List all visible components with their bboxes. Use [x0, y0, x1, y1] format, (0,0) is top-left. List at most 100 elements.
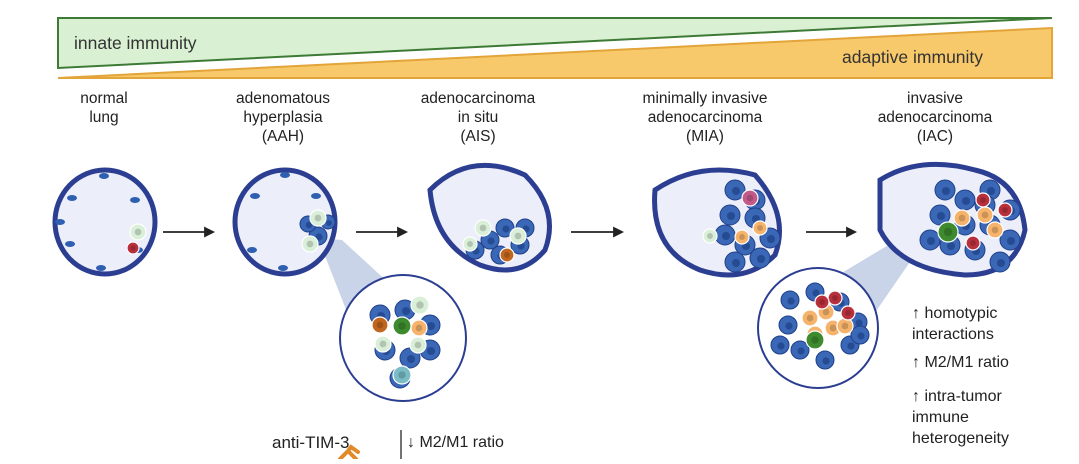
iac-zoom-m1-cell-1-nucleus: [819, 299, 825, 305]
iac-tumor-cell-0-nucleus: [942, 187, 950, 195]
stage-label-mia: minimally invasive adenocarcinoma (MIA): [642, 90, 768, 145]
iac-m2-cell-2-nucleus: [981, 211, 989, 219]
aah-macrophage-1: [309, 209, 327, 227]
aah-zoom-macrophage-3: [409, 336, 427, 354]
iac-m1-cell-3-nucleus: [970, 240, 976, 246]
iac-tumor-cell-7-nucleus: [1007, 237, 1015, 245]
iac-zoom-m2-cell-2-nucleus: [829, 324, 837, 332]
normal-macrophage: [129, 223, 147, 241]
treatment-drug-label: anti-TIM-3: [272, 433, 350, 452]
wall-cell-normal-0: [67, 195, 77, 201]
mia-m1-cell-nucleus: [746, 194, 754, 202]
iac-zoom-lymphocyte-nucleus: [811, 336, 819, 344]
iac-m2-cell-1-nucleus: [958, 214, 966, 222]
aah-zoom-circle: [339, 274, 467, 402]
stage-label-normal: normal lung: [80, 90, 128, 126]
iac-zoom-tumor-cell-6-nucleus: [822, 357, 830, 365]
wall-cell-normal-2: [130, 197, 140, 203]
iac-zoom-tumor-cell-9-nucleus: [777, 342, 785, 350]
mia-tumor-cell-8-nucleus: [732, 259, 740, 267]
iac-zoom-m2-cell-0: [801, 309, 819, 327]
iac-tumor-cell-2-nucleus: [987, 187, 995, 195]
arrow-4-head: [846, 226, 858, 238]
aah-zoom-m2-cell: [410, 319, 428, 337]
iac-zoom-m2-cell-1-nucleus: [822, 308, 830, 316]
aah-zoom-tumor-cell-1-nucleus: [402, 307, 410, 315]
iac-zoom-tumor-cell-8-nucleus: [857, 332, 865, 340]
ais-macrophage-3-nucleus: [467, 241, 473, 247]
progression-arrows: [163, 226, 858, 238]
wall-cell-normal-4: [96, 265, 106, 271]
mia-tumor-cell-6-nucleus: [722, 232, 730, 240]
normal-m1-cell-nucleus: [130, 245, 136, 251]
stage-label-ais: adenocarcinoma in situ (AIS): [420, 90, 536, 145]
aah-zoom-m2b-cell-nucleus: [376, 321, 384, 329]
stage-label-iac: invasive adenocarcinoma (IAC): [877, 90, 993, 145]
wall-cell-normal-6: [55, 219, 65, 225]
normal-macrophage-nucleus: [134, 228, 142, 236]
iac-zoom-lymphocyte: [805, 330, 825, 350]
aah-zoom-tumor-cell-2-nucleus: [427, 322, 435, 330]
innate-immunity-label: innate immunity: [74, 33, 197, 53]
aah-macrophage-2-nucleus: [306, 240, 314, 248]
ais-tumor-cell-1-nucleus: [502, 225, 510, 233]
aah-zoom-macrophage-1: [410, 295, 430, 315]
treatment-effect-label: ↓ M2/M1 ratio: [407, 434, 504, 451]
iac-tumor-cell-8-nucleus: [947, 242, 955, 250]
ais-alveolus: [427, 162, 552, 273]
iac-note-heterogeneity: ↑ intra-tumor immune heterogeneity: [912, 388, 1009, 447]
iac-zoom-tumor-cell-3-nucleus: [855, 319, 863, 327]
mia-tumor-cell-0-nucleus: [732, 187, 740, 195]
iac-tumor-cell-4-nucleus: [937, 212, 945, 220]
aah-macrophage-1-nucleus: [314, 214, 322, 222]
iac-zoom-m1-cell-0-nucleus: [832, 295, 838, 301]
iac-zoom-tumor-cell-4-nucleus: [785, 322, 793, 330]
anti-tim3-antibody-icon: [338, 444, 360, 461]
mia-macrophage-nucleus: [707, 233, 713, 239]
ais-macrophage-2-nucleus: [514, 232, 522, 240]
mia-tumor-cell-7-nucleus: [757, 255, 765, 263]
wall-cell-aah-2: [311, 193, 321, 199]
aah-zoom-lymphocyte-nucleus: [398, 322, 406, 330]
aah-zoom-m2-cell-nucleus: [415, 324, 423, 332]
arrow-1-head: [204, 226, 216, 238]
iac-zoom-tumor-cell-5-nucleus: [797, 347, 805, 355]
aah-tumor-cell-2-nucleus: [305, 221, 313, 229]
mia-m1-cell: [741, 189, 759, 207]
aah-zoom-macrophage-2-nucleus: [379, 340, 387, 348]
mia-m2-cell-2-nucleus: [757, 225, 763, 231]
iac-note-m2m1: ↑ M2/M1 ratio: [912, 354, 1009, 371]
aah-zoom-macrophage-3-nucleus: [414, 341, 422, 349]
arrow-3-head: [613, 226, 625, 238]
ais-macrophage-3: [462, 236, 478, 252]
iac-lymphocyte-nucleus: [943, 227, 953, 237]
adaptive-immunity-bar: [57, 26, 1053, 79]
stage-label-aah: adenomatous hyperplasia (AAH): [236, 90, 330, 145]
iac-note-homotypic: ↑ homotypic interactions: [912, 305, 998, 343]
wall-cell-aah-0: [250, 193, 260, 199]
normal-lung-alveolus: [52, 167, 158, 277]
iac-m1-cell-1: [975, 192, 991, 208]
arrow-2-head: [397, 226, 409, 238]
ais-macrophage-1-nucleus: [479, 224, 487, 232]
mia-tumor-cell-4-nucleus: [767, 235, 775, 243]
ais-macrophage-2: [509, 227, 527, 245]
iac-zoom-m1-cell-2-nucleus: [845, 310, 851, 316]
aah-zoom-macrophage-2: [374, 335, 392, 353]
ais-tumor-cell-0-nucleus: [487, 237, 495, 245]
iac-tumor-cell-10-nucleus: [997, 259, 1005, 267]
mia-m2-cell-1-nucleus: [739, 234, 745, 240]
ais-m2-cell-nucleus: [504, 252, 510, 258]
iac-m1-cell-1-nucleus: [980, 197, 986, 203]
aah-zoom-macrophage-1-nucleus: [416, 301, 424, 309]
mia-m2-cell-1: [734, 229, 750, 245]
wall-cell-normal-3: [65, 241, 75, 247]
ais-m2-cell: [499, 247, 515, 263]
iac-zoom-tumor-cell-0-nucleus: [787, 297, 795, 305]
iac-zoom-m2-cell-4-nucleus: [841, 322, 849, 330]
iac-m1-cell-3: [965, 235, 981, 251]
innate-immunity-bar: [57, 17, 1053, 70]
aah-zoom-tumor-cell-5-nucleus: [427, 347, 435, 355]
